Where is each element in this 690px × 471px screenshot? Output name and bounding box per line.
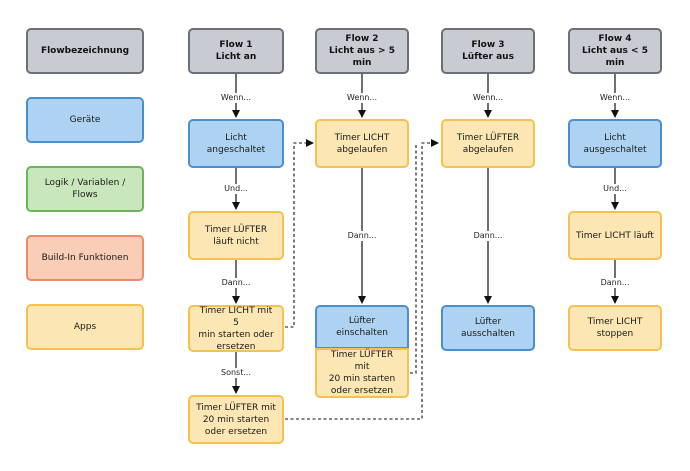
- dashed-link-timer-licht: [285, 139, 314, 328]
- flow4-and-label: Und...: [602, 184, 628, 194]
- flow1-and-label: Und...: [223, 184, 249, 194]
- flow2-trigger-timer-licht: Timer LICHT abgelaufen: [315, 119, 409, 168]
- flow2-title: Flow 2 Licht aus > 5 min: [315, 28, 409, 74]
- flow3-action-luefter-ausschalten: Lüfter ausschalten: [441, 305, 535, 351]
- flow4-when-label: Wenn...: [598, 93, 632, 103]
- flow1-then-label: Dann...: [220, 278, 252, 288]
- flow4-trigger-licht-ausgeschaltet: Licht ausgeschaltet: [568, 119, 662, 168]
- flow2-action-timer-luefter: Timer LÜFTER mit 20 min starten oder ers…: [315, 348, 409, 398]
- legend-builtin-functions: Build-In Funktionen: [26, 235, 144, 281]
- flow3-when-label: Wenn...: [471, 93, 505, 103]
- flow1-else-action-timer-luefter: Timer LÜFTER mit 20 min starten oder ers…: [188, 395, 284, 444]
- flow4-then-label: Dann...: [599, 278, 631, 288]
- flow1-else-label: Sonst...: [220, 368, 252, 378]
- flow4-title: Flow 4 Licht aus < 5 min: [568, 28, 662, 74]
- legend-flow-name: Flowbezeichnung: [26, 28, 144, 74]
- dashed-link-timer-luefter-f1: [285, 139, 439, 420]
- dashed-link-timer-luefter-f2: [410, 143, 417, 374]
- flow2-then-label: Dann...: [346, 231, 378, 241]
- flow1-trigger-licht-angeschaltet: Licht angeschaltet: [188, 119, 284, 168]
- legend-devices: Geräte: [26, 97, 144, 143]
- flow2-when-label: Wenn...: [345, 93, 379, 103]
- flow1-when-label: Wenn...: [219, 93, 253, 103]
- flow4-action-timer-licht-stoppen: Timer LICHT stoppen: [568, 305, 662, 351]
- flow1-condition-timer-luefter: Timer LÜFTER läuft nicht: [188, 211, 284, 260]
- legend-apps: Apps: [26, 304, 144, 350]
- flow3-trigger-timer-luefter: Timer LÜFTER abgelaufen: [441, 119, 535, 168]
- legend-logic-variables-flows: Logik / Variablen / Flows: [26, 166, 144, 212]
- flow2-action-luefter-einschalten: Lüfter einschalten: [315, 305, 409, 349]
- flow3-then-label: Dann...: [472, 231, 504, 241]
- flow3-title: Flow 3 Lüfter aus: [441, 28, 535, 74]
- flow1-title: Flow 1 Licht an: [188, 28, 284, 74]
- flow1-action-timer-licht: Timer LICHT mit 5 min starten oder erset…: [188, 305, 284, 352]
- flow4-condition-timer-licht-laeuft: Timer LICHT läuft: [568, 211, 662, 260]
